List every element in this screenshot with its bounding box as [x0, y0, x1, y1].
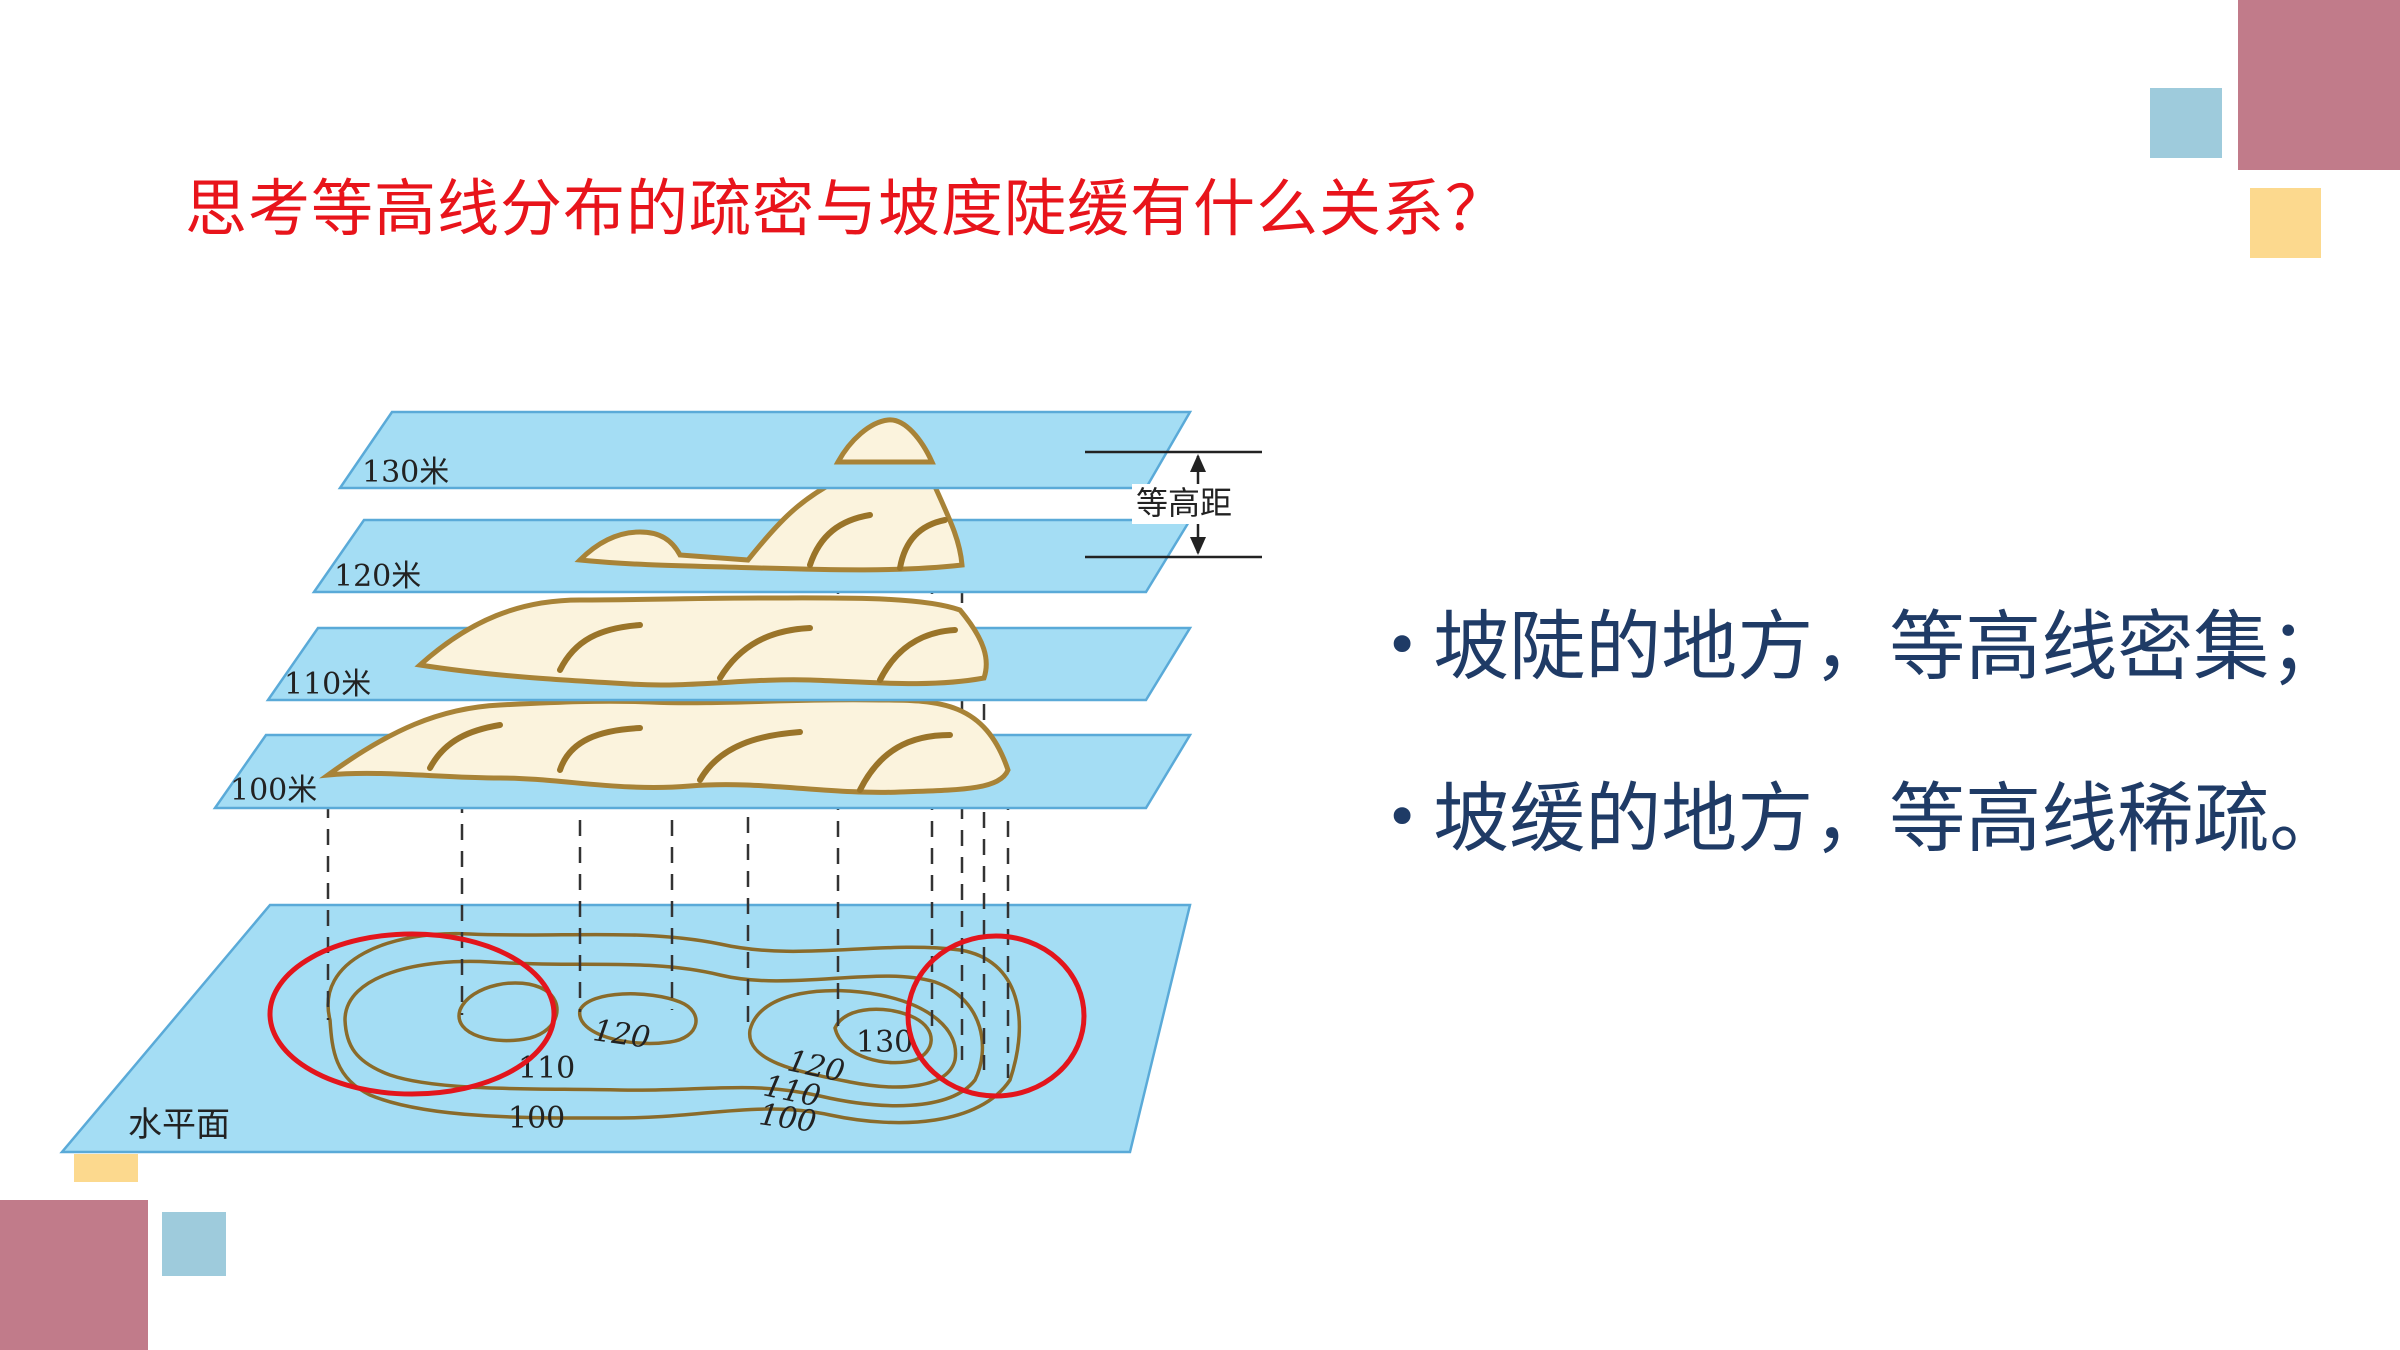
mountain-summit: [833, 417, 936, 465]
plane-label-130: 130米: [362, 455, 449, 490]
contour-diagram: 120 130 110 100 120 110 100 水平面 100米 110…: [59, 410, 1262, 1154]
bullet-list: •坡陡的地方，等高线密集； •坡缓的地方，等高线稀疏。: [1385, 560, 2345, 904]
contour-label: 100: [508, 1101, 565, 1136]
contour-130: [833, 1007, 933, 1065]
contour-map: [326, 931, 1022, 1125]
deco-square-blue-bottom: [162, 1212, 226, 1276]
deco-square-blue-top: [2150, 88, 2222, 158]
deco-square-rose-bottom: [0, 1200, 148, 1350]
bullet-marker: •: [1385, 783, 1420, 851]
bullet-item: •坡陡的地方，等高线密集；: [1385, 560, 2345, 732]
contour-label: 100: [757, 1097, 819, 1140]
bullet-item: •坡缓的地方，等高线稀疏。: [1385, 732, 2345, 904]
contour-120-west: [578, 992, 698, 1046]
plane-130m[interactable]: [337, 410, 1193, 490]
highlight-circle-steep: [905, 933, 1087, 1099]
bullet-marker: •: [1385, 611, 1420, 679]
bullet-text: 坡缓的地方，等高线稀疏。: [1433, 774, 2346, 863]
contour-label: 130: [856, 1025, 913, 1060]
plane-label-100: 100米: [230, 773, 317, 808]
contour-label: 110: [518, 1051, 575, 1086]
highlight-circle-gentle: [267, 931, 557, 1097]
contour-120-east: [748, 988, 958, 1089]
deco-square-rose-top: [2238, 0, 2400, 170]
contour-110: [343, 959, 985, 1108]
interval-label: 等高距: [1136, 484, 1232, 522]
mountain-layer-110: [414, 595, 989, 688]
plane-label-110: 110米: [284, 667, 371, 702]
deco-square-yellow-bottom: [74, 1154, 138, 1182]
deco-square-yellow-top: [2250, 188, 2321, 258]
base-plane-label: 水平面: [128, 1105, 230, 1145]
slide-title: 思考等高线分布的疏密与坡度陡缓有什么关系？: [185, 172, 1509, 245]
contour-100: [326, 931, 1022, 1125]
contour-label: 120: [591, 1013, 653, 1056]
bullet-text: 坡陡的地方，等高线密集；: [1433, 602, 2346, 691]
plane-label-120: 120米: [334, 559, 421, 594]
